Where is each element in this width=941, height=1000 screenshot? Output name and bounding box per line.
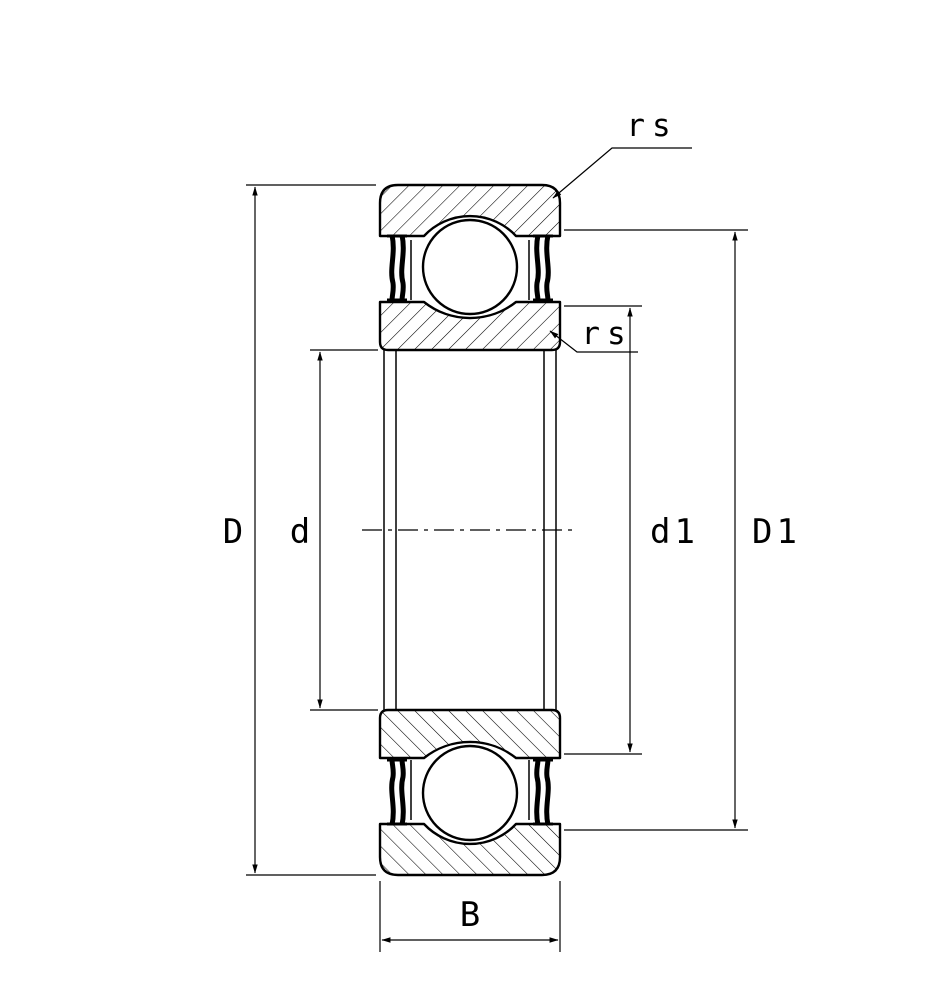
dimension-D1: D1 — [564, 229, 801, 831]
label-D1: D1 — [752, 512, 801, 552]
bearing-upper-half — [380, 185, 560, 350]
label-rs-outer: rs — [626, 108, 677, 144]
label-B: B — [460, 895, 480, 935]
callout-rs-outer: rs — [552, 108, 692, 199]
bearing-lower-half — [380, 710, 560, 875]
dimension-d: d — [290, 349, 378, 711]
label-d1: d1 — [650, 512, 699, 552]
leader-line — [549, 330, 638, 353]
dimension-d1: d1 — [564, 305, 699, 755]
label-D: D — [223, 512, 243, 552]
dimension-B: B — [379, 881, 561, 952]
label-d: d — [290, 512, 310, 552]
callout-rs-inner: rs — [549, 316, 638, 353]
label-rs-inner: rs — [581, 316, 632, 352]
leader-line — [552, 147, 692, 199]
dimension-D: D — [223, 184, 376, 876]
